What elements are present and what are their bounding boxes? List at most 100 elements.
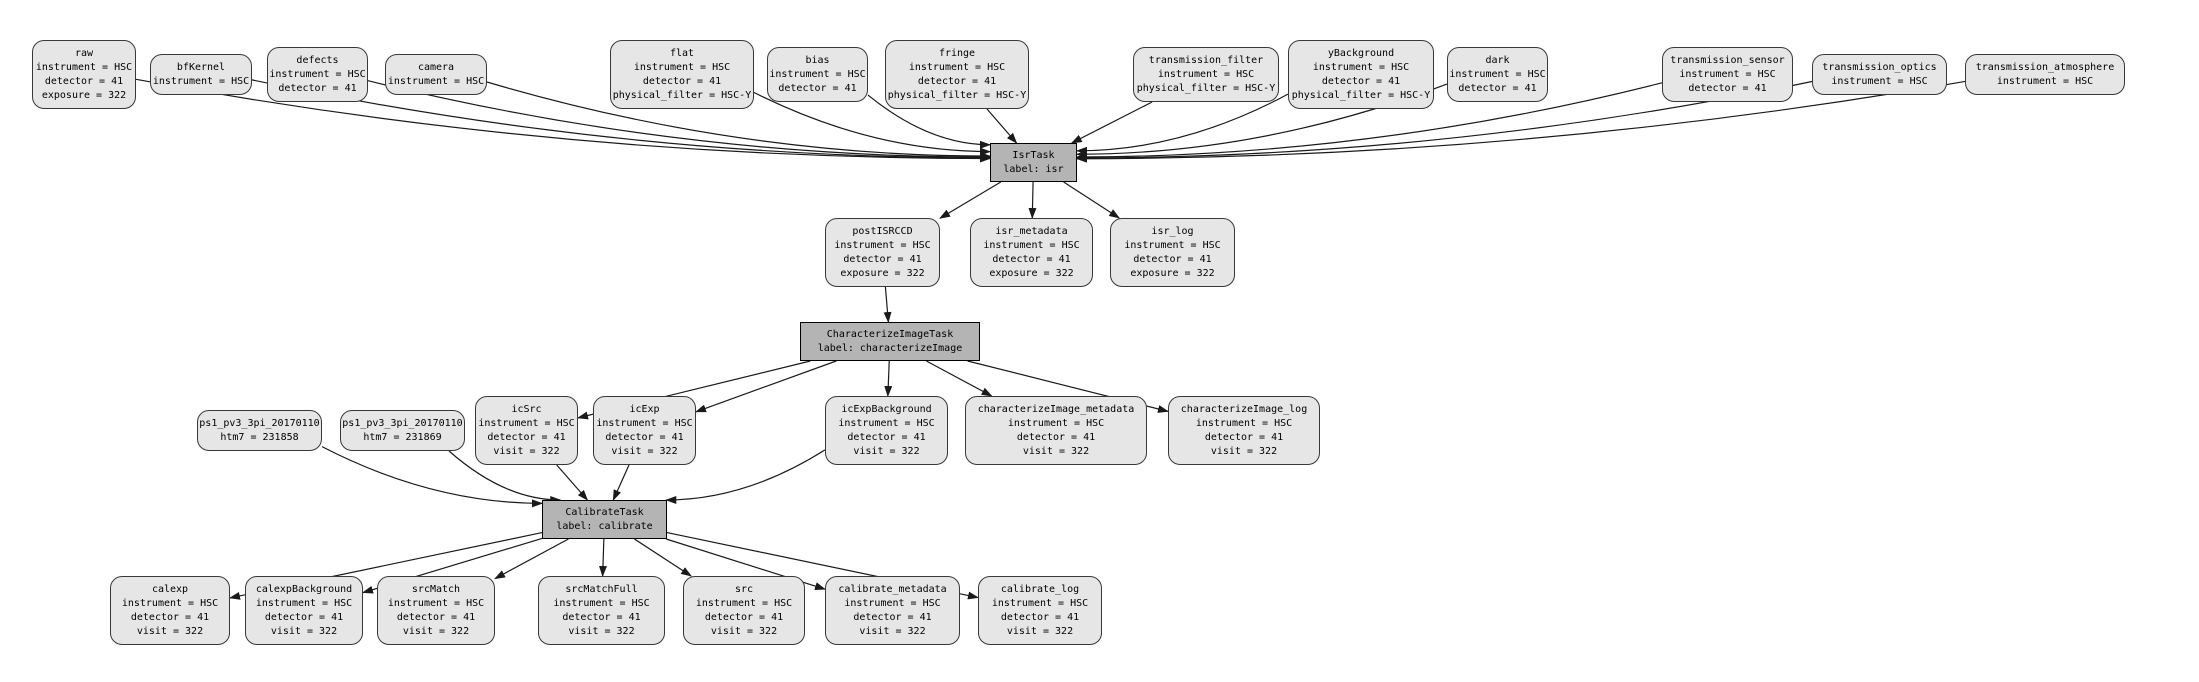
node-text-line: detector = 41 (264, 611, 344, 623)
node-text-line: ps1_pv3_3pi_20170110 (199, 417, 320, 429)
node-text-line: instrument = HSC (269, 68, 366, 80)
node-text-line: defects (296, 54, 339, 66)
node-text-line: instrument = HSC (908, 61, 1006, 73)
node-text-line: visit = 322 (1022, 445, 1090, 457)
graph-edge-ps1b-calibrate (448, 450, 562, 504)
node-text-line: calexpBackground (255, 583, 353, 595)
node-text-line: flat (669, 47, 695, 59)
node-text-line: visit = 322 (611, 445, 678, 457)
node-text-line: physical_filter = HSC-Y (887, 89, 1027, 101)
node-text-line: visit = 322 (1210, 445, 1278, 457)
node-text-line: bias (805, 54, 830, 66)
graph-edge-bias-isr (867, 94, 991, 149)
graph-edge-transmission_filter-isr (1070, 101, 1153, 144)
node-text-line: instrument = HSC (152, 75, 250, 87)
node-text-line: transmission_filter (1148, 54, 1264, 66)
node-text-line: instrument = HSC (255, 597, 353, 609)
node-text-line: label: calibrate (556, 520, 653, 532)
node-text-line: instrument = HSC (1157, 68, 1255, 80)
node-text-line: visit = 322 (402, 625, 470, 637)
node-text-line: instrument = HSC (1831, 75, 1928, 87)
node-text-line: isr_metadata (995, 225, 1068, 237)
node-text-line: physical_filter = HSC-Y (1136, 82, 1276, 94)
node-text-line: instrument = HSC (983, 239, 1080, 251)
node-text-line: detector = 41 (642, 75, 722, 87)
node-text-line: detector = 41 (1133, 253, 1212, 265)
node-text-line: detector = 41 (130, 611, 210, 623)
node-text-line: instrument = HSC (1996, 75, 2094, 87)
node-text-line: instrument = HSC (1124, 239, 1221, 251)
node-text-line: detector = 41 (843, 253, 922, 265)
node-text-line: instrument = HSC (35, 61, 133, 73)
node-text-line: fringe (938, 47, 976, 59)
node-text-line: exposure = 322 (840, 267, 925, 279)
node-text-line: transmission_atmosphere (1975, 61, 2115, 73)
node-text-line: yBackground (1327, 47, 1395, 59)
graph-edge-icExpBackground-calibrate (665, 449, 826, 504)
node-text-line: srcMatchFull (565, 583, 638, 595)
node-text-line: visit = 322 (853, 445, 920, 457)
node-text-line: detector = 41 (1016, 431, 1096, 443)
graph-edge-postISRCCD-characterizeImage (883, 286, 892, 323)
node-text-line: srcMatch (411, 583, 461, 595)
node-text-line: visit = 322 (270, 625, 338, 637)
node-text-line: instrument = HSC (834, 239, 931, 251)
node-text-line: instrument = HSC (844, 597, 941, 609)
graph-edge-transmission_sensor-isr (1076, 82, 1663, 161)
graph-node-transmission_atmosphere: transmission_atmosphere instrument = HSC (1965, 54, 2125, 95)
node-text-line: postISRCCD (852, 225, 913, 237)
graph-edge-characterizeImage-characterizeImage_metadata (926, 360, 993, 397)
graph-node-postISRCCD: postISRCCD instrument = HSC detector = 41 e… (825, 218, 940, 287)
node-text-line: detector = 41 (605, 431, 684, 443)
node-text-line: IsrTask (1012, 149, 1055, 161)
node-text-line: icSrc (511, 403, 542, 415)
node-text-line: calibrate_metadata (838, 583, 947, 595)
graph-edge-isr-postISRCCD (939, 181, 1002, 219)
node-text-line: characterizeImage_metadata (977, 403, 1135, 415)
node-text-line: instrument = HSC (1195, 417, 1293, 429)
node-text-line: instrument = HSC (633, 61, 731, 73)
graph-edge-transmission_atmosphere-isr (1076, 80, 1966, 163)
node-text-line: exposure = 322 (41, 89, 127, 101)
graph-edge-isr-isr_metadata (1028, 181, 1037, 219)
node-text-line: calexp (151, 583, 189, 595)
node-text-line: htm7 = 231858 (220, 431, 299, 443)
node-text-line: detector = 41 (396, 611, 476, 623)
node-text-line: visit = 322 (568, 625, 635, 637)
node-text-line: detector = 41 (992, 253, 1071, 265)
node-text-line: detector = 41 (1688, 82, 1767, 94)
graph-edge-calibrate-srcMatchFull (598, 538, 607, 577)
node-text-line: raw (74, 47, 94, 59)
node-text-line: instrument = HSC (838, 417, 935, 429)
graph-node-srcMatch: srcMatch instrument = HSC detector = 41 vis… (377, 576, 495, 645)
graph-edge-calibrate-srcMatch (494, 538, 569, 580)
node-text-line: visit = 322 (859, 625, 926, 637)
node-text-line: camera (417, 61, 455, 73)
node-text-line: bfKernel (176, 61, 226, 73)
node-text-line: detector = 41 (1000, 611, 1080, 623)
graph-node-defects: defects instrument = HSC detector = 41 (267, 47, 368, 102)
graph-edge-fringe-isr (986, 108, 1018, 144)
graph-node-transmission_filter: transmission_filter instrument = HSC physi… (1133, 47, 1279, 102)
node-text-line: detector = 41 (278, 82, 357, 94)
graph-edge-raw-isr (135, 78, 991, 163)
node-text-line: instrument = HSC (387, 597, 485, 609)
node-text-line: characterizeImage_log (1180, 403, 1308, 415)
node-text-line: instrument = HSC (596, 417, 693, 429)
